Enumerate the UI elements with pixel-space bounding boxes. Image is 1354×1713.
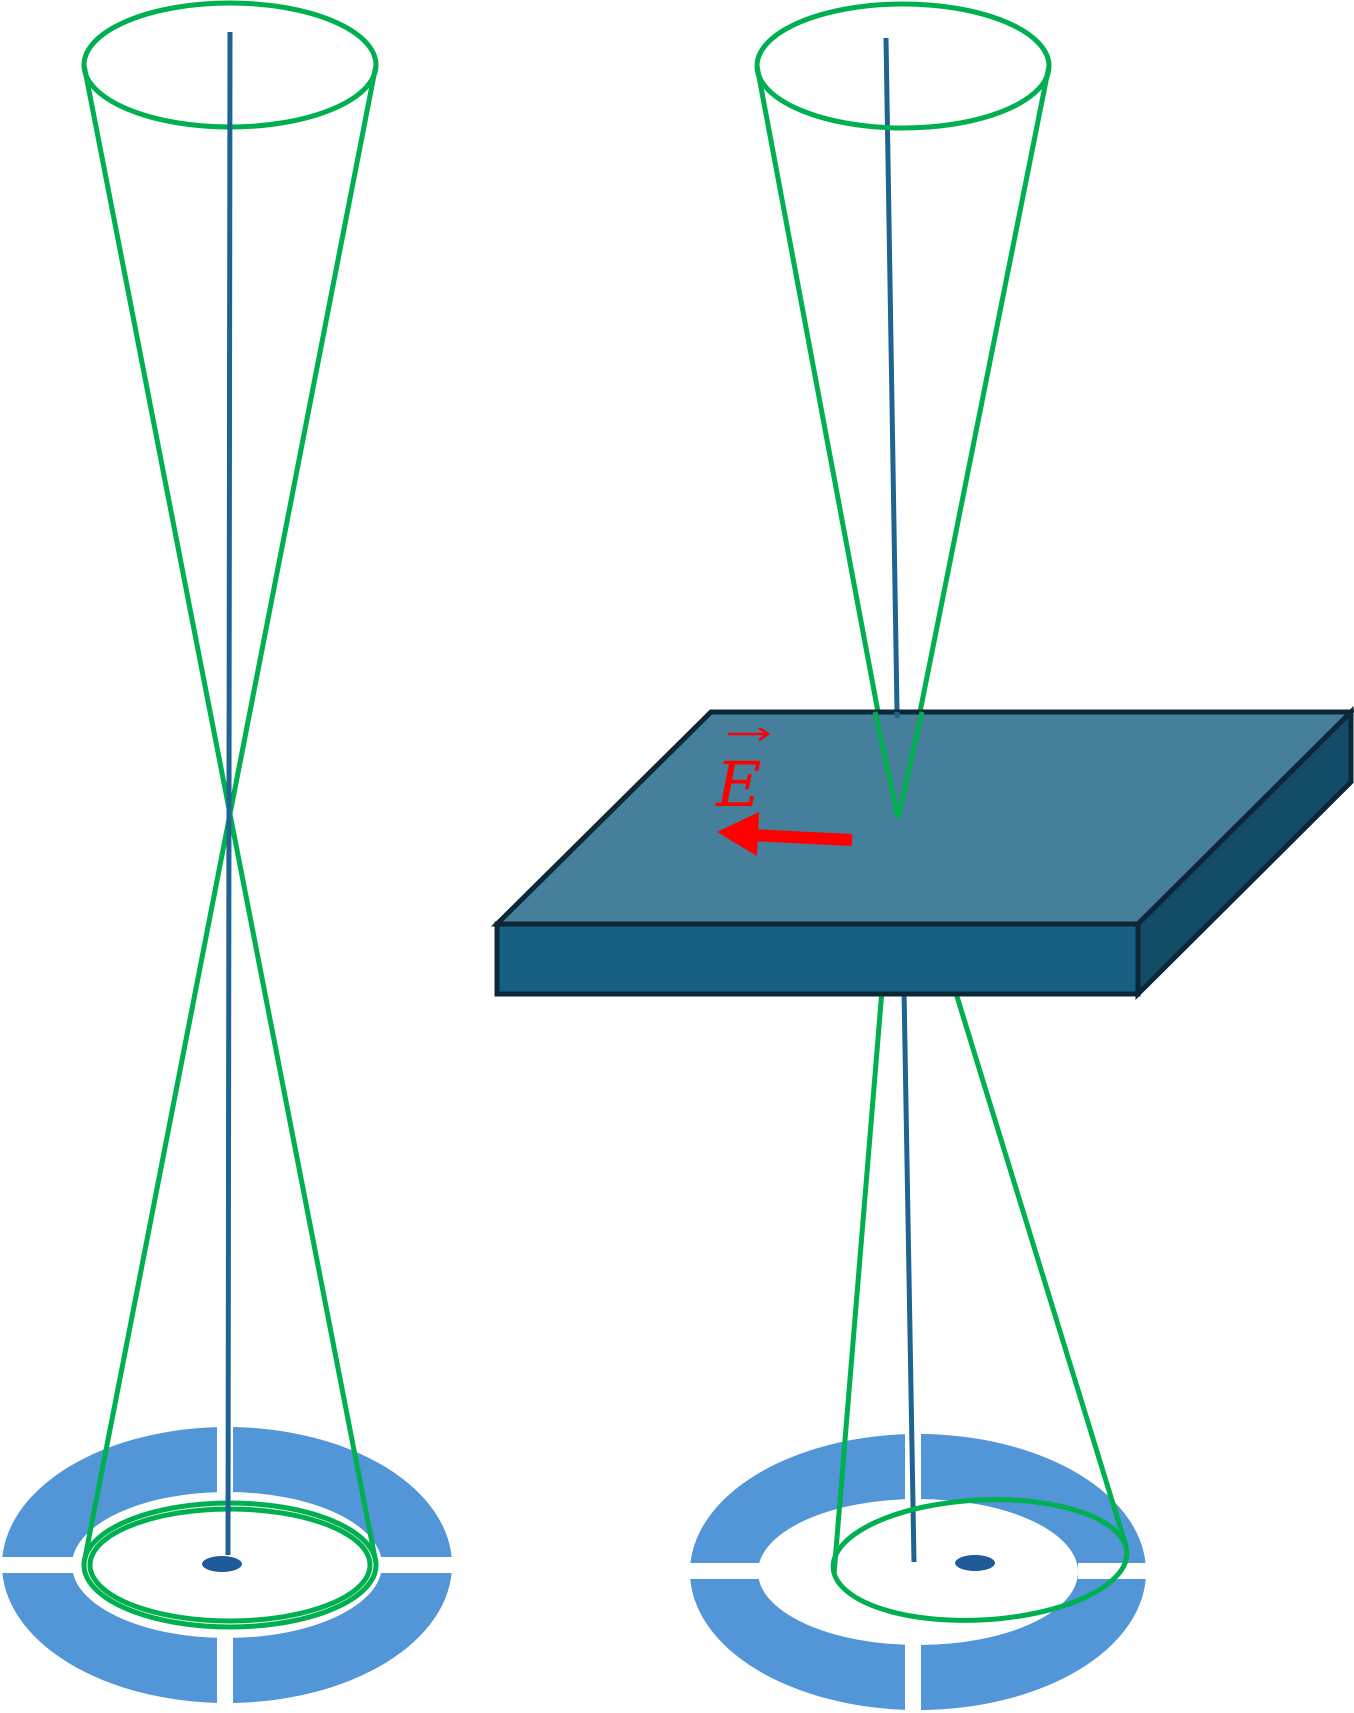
left-detector-spot <box>202 1556 242 1572</box>
right-optic-axis-upper <box>883 37 900 711</box>
right-optic-axis-lower <box>901 989 917 1563</box>
right-detector-gap-right <box>1078 1563 1154 1579</box>
field-arrow-shaft <box>749 829 853 846</box>
right-top-aperture-ellipse <box>754 1 1052 131</box>
right-detector-gap-bottom <box>905 1640 921 1713</box>
specimen-slab <box>490 705 1354 1001</box>
left-detector-ring <box>2 1427 452 1703</box>
field-arrow-head <box>717 812 759 856</box>
specimen-front-face <box>494 921 1141 997</box>
left-detector-gap-bottom <box>217 1636 233 1711</box>
right-detector <box>688 1428 1154 1713</box>
right-cone-edge <box>952 989 1129 1547</box>
electric-field: E <box>715 726 853 856</box>
left-panel <box>0 0 459 1711</box>
right-detector-gap-left <box>688 1563 760 1579</box>
right-lower-beam <box>830 989 1130 1623</box>
right-upper-beam <box>754 1 1052 713</box>
right-panel: E <box>490 1 1354 1713</box>
left-optic-axis <box>225 31 233 1556</box>
vector-arrow-mark <box>728 726 771 742</box>
right-beam-on-specimen <box>872 711 925 819</box>
right-detector-spot <box>955 1555 995 1571</box>
field-direction-arrow <box>717 812 853 856</box>
right-cone-edge <box>895 711 925 819</box>
right-cone-edge <box>754 65 881 713</box>
left-detector-gap-right <box>379 1557 459 1573</box>
left-detector-gap-left <box>0 1557 75 1573</box>
right-shifted-disk-ellipse <box>830 1497 1130 1623</box>
right-cone-edge <box>917 65 1052 713</box>
right-cone-edge <box>872 711 901 819</box>
electric-field-label: E <box>715 748 761 821</box>
right-cone-edge <box>831 989 885 1575</box>
